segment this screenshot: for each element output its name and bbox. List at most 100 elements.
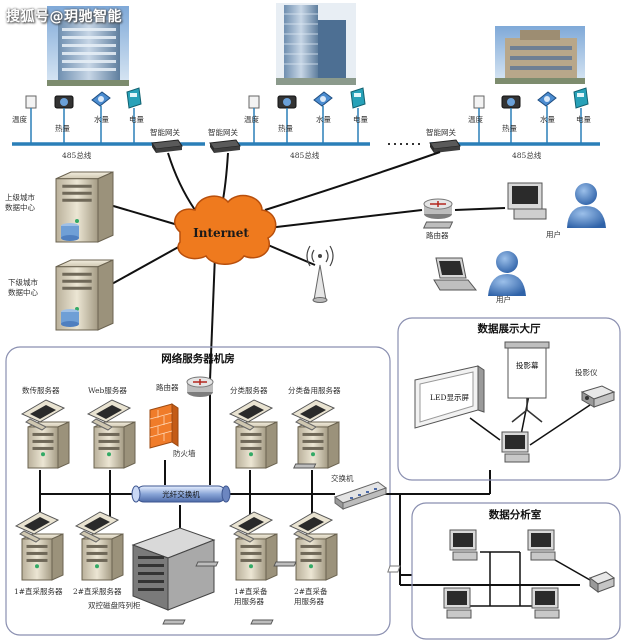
heat-label: 热量 (278, 123, 293, 133)
internet-cloud: Internet (174, 194, 277, 265)
analysis-room-border (411, 502, 621, 640)
heat-meter-icon (277, 95, 297, 109)
bus-label: 485总线 (290, 150, 320, 160)
temperature-sensor-icon (25, 95, 37, 109)
class-backup-server (290, 399, 340, 469)
analysis-room-cabling (468, 551, 591, 607)
firewall (149, 403, 179, 449)
building-right (495, 26, 585, 84)
class-server-tower (235, 421, 278, 469)
power-label: 电量 (576, 114, 591, 124)
campus-sensor-groups: 温度热量水量电量485总线温度热量水量电量485总线温度热量水量电量485总线 (12, 87, 591, 160)
gateways: 智能网关 智能网关 智能网关 (150, 127, 461, 153)
class-backup-server-tower (297, 421, 340, 469)
display-hall-border (397, 317, 621, 481)
fiber-switch-label: 光纤交换机 (162, 489, 200, 499)
temperature-sensor-icon (473, 95, 485, 109)
backup2-label-2: 用服务器 (294, 596, 324, 606)
temp-label: 温度 (12, 114, 27, 124)
disk-array-label: 双控磁盘阵列柜 (88, 600, 141, 610)
bus-label: 485总线 (512, 150, 542, 160)
server-room-border (5, 346, 391, 636)
temperature-sensor-icon (248, 95, 260, 109)
backup1-label-1: 1#直采备 (234, 586, 268, 596)
class-server-label: 分类服务器 (230, 385, 268, 395)
collector1-server-tower (21, 533, 64, 581)
fiber-switch: 光纤交换机 (131, 485, 231, 503)
backup2-label-1: 2#直采备 (294, 586, 328, 596)
water-meter-icon (91, 91, 111, 107)
data-server-tower (27, 421, 70, 469)
data-server-label: 数传服务器 (22, 385, 60, 395)
user-desktop-1 (422, 182, 547, 229)
building-middle (276, 3, 356, 85)
lower-city-server (55, 259, 114, 331)
data-server (20, 399, 70, 469)
gateway-1: 智能网关 (150, 127, 183, 153)
gateway-2: 智能网关 (208, 127, 241, 153)
display-hall-title: 数据展示大厅 (477, 322, 541, 335)
user-label-2: 用户 (496, 294, 511, 304)
water-meter-icon (537, 91, 557, 107)
lan-switch (333, 481, 388, 510)
gateway-label: 智能网关 (426, 127, 456, 137)
analysis-pc-1 (195, 529, 478, 567)
gateway-label: 智能网关 (208, 127, 238, 137)
user-label-1: 用户 (546, 229, 561, 239)
projector (580, 385, 616, 408)
sensor-group-right: 温度热量水量电量485总线 (468, 87, 591, 160)
analysis-room-pcs (162, 529, 560, 625)
power-label: 电量 (353, 114, 368, 124)
display-hall-desktop (293, 431, 530, 469)
dc-lower-label-2: 数据中心 (8, 287, 38, 297)
backup1-server-tower (235, 533, 278, 581)
water-label: 水量 (316, 114, 331, 124)
data-center-servers (55, 171, 114, 331)
router-server-room-label: 路由器 (156, 382, 179, 392)
backup1-label-2: 用服务器 (234, 596, 264, 606)
bus-label: 485总线 (62, 150, 92, 160)
backup2-server-tower (295, 533, 338, 581)
temp-label: 温度 (244, 114, 259, 124)
internet-label: Internet (193, 226, 249, 240)
power-meter-icon (126, 87, 142, 109)
collector2-server-tower (81, 533, 124, 581)
router-top (423, 198, 453, 219)
printer (387, 565, 616, 593)
router-top-label: 路由器 (426, 230, 449, 240)
power-meter-icon (573, 87, 589, 109)
projection-screen: 投影幕 (504, 341, 550, 423)
led-screen: LED显示屏 (414, 365, 485, 429)
dc-lower-label-1: 下级城市 (8, 277, 38, 287)
class-server (228, 399, 278, 469)
heat-label: 热量 (55, 123, 70, 133)
backup2-server (288, 511, 338, 581)
display-hall-pc (293, 431, 530, 469)
building-left (47, 6, 129, 86)
web-server-label: Web服务器 (88, 385, 127, 395)
heat-label: 热量 (502, 123, 517, 133)
gateway-3: 智能网关 (426, 127, 461, 153)
led-screen-label: LED显示屏 (430, 393, 469, 402)
server-room-servers (14, 399, 340, 581)
web-server (86, 399, 136, 469)
class-backup-server-label: 分类备用服务器 (288, 385, 341, 395)
dc-upper-label-1: 上级城市 (5, 192, 35, 202)
projection-screen-label: 投影幕 (516, 360, 539, 370)
analysis-room-title: 数据分析室 (488, 508, 542, 521)
firewall-label: 防火墙 (173, 448, 196, 458)
analysis-pc-4 (250, 587, 560, 625)
collector2-label: 2#直采服务器 (73, 586, 122, 596)
collector1-server (14, 511, 64, 581)
power-meter-icon (350, 87, 366, 109)
dc-upper-label-2: 数据中心 (5, 202, 35, 212)
wireless-antenna (306, 245, 334, 303)
collector2-server (74, 511, 124, 581)
heat-meter-icon (501, 95, 521, 109)
water-label: 水量 (540, 114, 555, 124)
user-icon-1 (567, 183, 606, 228)
web-server-tower (93, 421, 136, 469)
water-meter-icon (313, 91, 333, 107)
